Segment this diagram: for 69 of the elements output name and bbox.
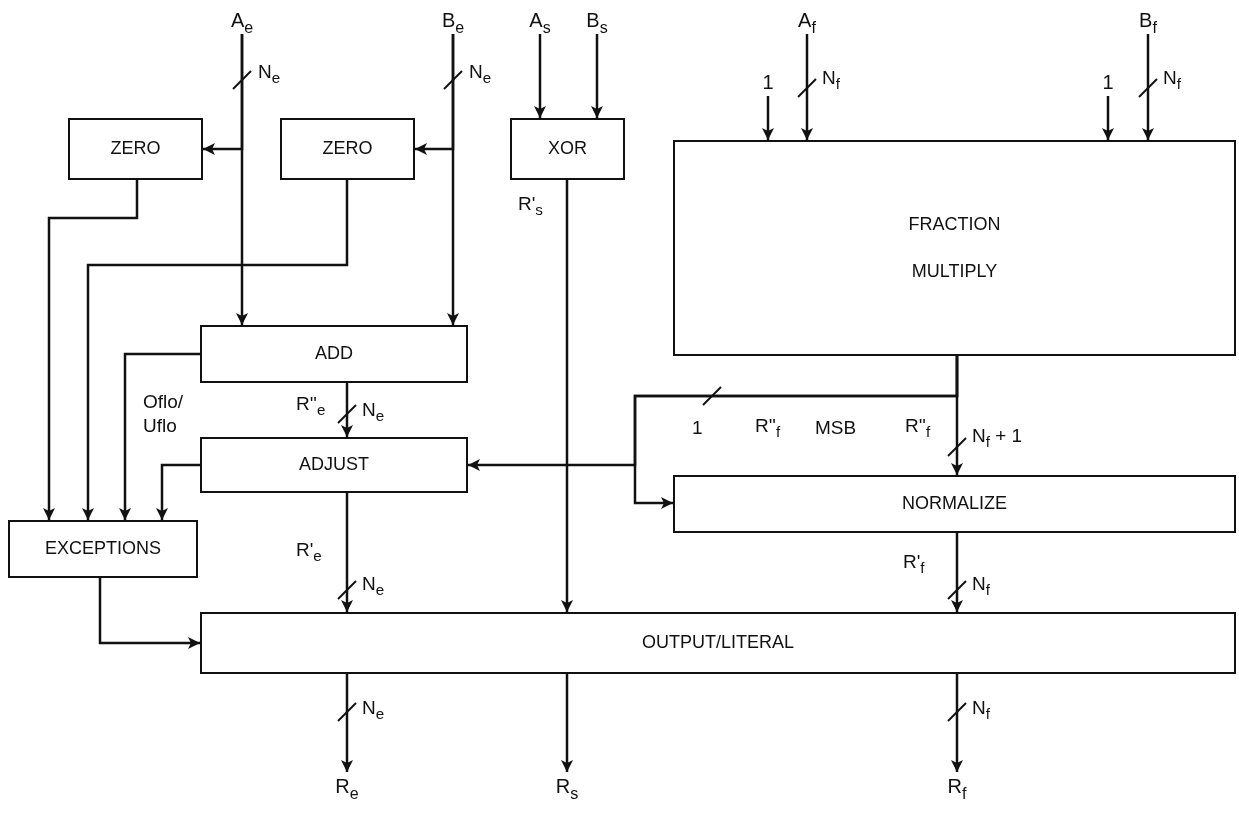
signal-label: N$_{f}$: [822, 66, 840, 90]
signal-label: N$_{e}$: [362, 572, 385, 596]
box-label: XOR: [548, 138, 587, 160]
process-box: [280, 118, 415, 180]
arrow: [341, 493, 353, 612]
arrow: [98, 578, 200, 649]
arrow: [591, 34, 603, 118]
signal-name: A$_{e}$: [222, 6, 262, 34]
arrow: [1102, 96, 1114, 140]
box-label: ZERO: [110, 138, 161, 160]
box-label: FRACTION MULTIPLY: [907, 213, 1002, 283]
box-label: OUTPUT/LITERAL: [642, 632, 794, 654]
process-box: [200, 325, 468, 383]
signal-label: N$_{e}$: [258, 60, 281, 84]
signal-label: N$_{f}$: [1163, 66, 1181, 90]
signal-name: 1: [1088, 68, 1128, 96]
arrow: [951, 674, 963, 772]
arrow: [43, 180, 139, 520]
signal-label: 1: [692, 416, 703, 440]
signal-label: N$_{e}$: [469, 60, 492, 84]
box-label: EXCEPTIONS: [45, 538, 161, 560]
arrow: [801, 34, 813, 140]
process-box: [673, 140, 1236, 356]
arrow: [534, 34, 546, 118]
signal-label: N$_{f}$: [972, 572, 990, 596]
box-label: ADJUST: [299, 454, 369, 476]
process-box: [200, 612, 1236, 674]
signal-name: B$_{f}$: [1128, 6, 1168, 34]
signal-name: A$_{f}$: [787, 6, 827, 34]
signal-label: N$_{e}$: [362, 696, 385, 720]
box-label: NORMALIZE: [902, 493, 1007, 515]
process-box: [68, 118, 203, 180]
signal-label: N$_{f}$ + 1: [972, 424, 1023, 448]
process-box: [673, 475, 1236, 533]
signal-label: R''$_{f}$: [905, 414, 931, 438]
box-label: ADD: [315, 343, 353, 365]
process-box: [8, 520, 198, 578]
arrow: [341, 674, 353, 772]
signal-label: MSB: [815, 416, 857, 440]
process-box: [510, 118, 625, 180]
signal-name: R$_{s}$: [547, 772, 587, 800]
arrow: [561, 180, 573, 612]
arrow: [1142, 34, 1154, 140]
signal-name: R$_{e}$: [327, 772, 367, 800]
arrow: [119, 352, 200, 520]
signal-name: R$_{f}$: [937, 772, 977, 800]
arrow: [762, 96, 774, 140]
signal-label: R'$_{e}$: [296, 538, 322, 562]
signal-name: B$_{s}$: [577, 6, 617, 34]
signal-name: A$_{s}$: [520, 6, 560, 34]
signal-label: N$_{e}$: [362, 398, 385, 422]
signal-label: Oflo/ Uflo: [143, 390, 185, 438]
arrow: [341, 383, 353, 437]
arrow: [156, 463, 200, 520]
arrow: [203, 34, 244, 155]
process-box: [200, 437, 468, 493]
arrow: [951, 533, 963, 612]
signal-label: R''$_{f}$: [755, 414, 781, 438]
arrow: [82, 180, 349, 520]
signal-name: B$_{e}$: [433, 6, 473, 34]
signal-name: 1: [748, 68, 788, 96]
arrow: [415, 34, 455, 155]
signal-label: R''$_{e}$: [296, 392, 326, 416]
arrow: [633, 356, 959, 509]
signal-label: N$_{f}$: [972, 696, 990, 720]
box-label: ZERO: [322, 138, 373, 160]
signal-label: R'$_{s}$: [518, 192, 543, 216]
signal-label: R'$_{f}$: [903, 550, 925, 574]
arrow: [561, 674, 573, 772]
